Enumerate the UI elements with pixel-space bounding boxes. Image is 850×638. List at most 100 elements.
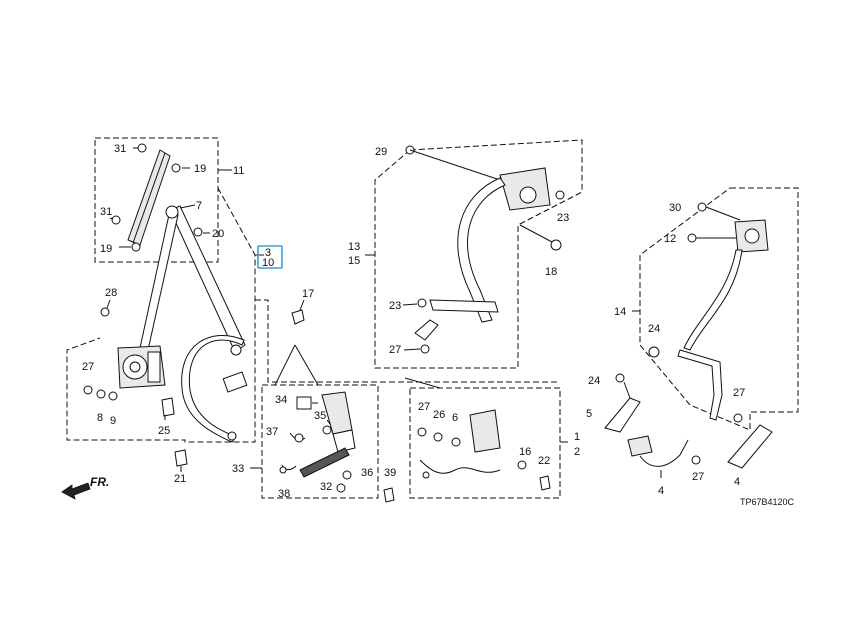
callout-33: 33	[232, 463, 244, 475]
washer-27d	[733, 413, 743, 423]
cover-34	[296, 396, 312, 410]
washer-32	[336, 483, 346, 493]
callout-27: 27	[692, 471, 704, 483]
callout-27: 27	[418, 401, 430, 413]
callout-38: 38	[278, 488, 290, 500]
callout-27: 27	[82, 361, 94, 373]
nut-9	[108, 391, 118, 401]
screw-35	[322, 425, 332, 435]
nut-6	[451, 437, 461, 447]
callout-4: 4	[734, 476, 740, 488]
callout-34: 34	[275, 394, 287, 406]
callout-24: 24	[588, 375, 600, 387]
front-buckle-group: 34 35 37 33 38 32 36 39	[232, 344, 396, 503]
bolt-39	[383, 487, 395, 503]
center-webbing	[457, 177, 506, 323]
bolt-28	[100, 307, 110, 317]
callout-23: 23	[389, 300, 401, 312]
washer-27a	[83, 385, 93, 395]
rear-buckle	[469, 409, 501, 453]
bolt-25	[161, 397, 175, 417]
callout-7: 7	[196, 200, 202, 212]
callout-2: 2	[574, 446, 580, 458]
highlight-box-3-10	[257, 245, 283, 269]
rear-buckle-group: 27 26 6 1 2 16 22	[404, 377, 580, 499]
callout-19: 19	[194, 163, 206, 175]
bolt-22	[539, 475, 551, 491]
callout-35: 35	[314, 410, 326, 422]
clip-31a	[137, 143, 147, 153]
bolt-24a	[648, 346, 660, 358]
callout-11: 11	[233, 165, 244, 177]
bolt-21	[174, 449, 188, 467]
callout-21: 21	[174, 473, 186, 485]
callout-8: 8	[97, 412, 103, 424]
washer-27b	[420, 344, 430, 354]
bolt-19a	[171, 163, 181, 173]
front-direction-marker: FR.	[61, 475, 109, 500]
clip-31b	[111, 215, 121, 225]
callout-36: 36	[361, 467, 373, 479]
callout-16: 16	[519, 446, 531, 458]
callout-25: 25	[158, 425, 170, 437]
callout-10: 10	[262, 257, 274, 269]
callout-1: 1	[574, 431, 580, 443]
rear-buckle-4	[627, 435, 653, 457]
center-anchor	[414, 319, 439, 341]
washer-27e	[691, 455, 701, 465]
sensor-38	[279, 466, 287, 474]
bolt-20	[193, 227, 203, 237]
callout-5: 5	[586, 408, 592, 420]
bolt-36	[342, 470, 352, 480]
callout-22: 22	[538, 455, 550, 467]
callout-9: 9	[110, 415, 116, 427]
callout-27: 27	[733, 387, 745, 399]
rear-outer-belt-group: 30 12 14 24 24 5 27 4 27 4	[586, 187, 799, 497]
callout-23: 23	[557, 212, 569, 224]
belt-webbing-upper	[169, 205, 246, 353]
shoulder-anchor-7	[165, 205, 179, 219]
callout-31: 31	[100, 206, 112, 218]
callout-28: 28	[105, 287, 117, 299]
bolt-17	[291, 309, 305, 325]
callout-26: 26	[433, 409, 445, 421]
nut-12	[687, 233, 697, 243]
anchor-4b	[727, 424, 773, 469]
callout-14: 14	[614, 306, 626, 318]
callout-24: 24	[648, 323, 660, 335]
lap-belt	[181, 335, 245, 443]
callout-18: 18	[545, 266, 557, 278]
callout-19: 19	[100, 243, 112, 255]
buckle-stalk	[299, 447, 350, 478]
diagram-code: TP67B4120C	[740, 497, 795, 507]
callout-32: 32	[320, 481, 332, 493]
washer-27c	[417, 427, 427, 437]
washer-8	[96, 389, 106, 399]
belt-webbing-lower	[139, 209, 179, 351]
bolt-23a	[555, 190, 565, 200]
front-seat-belt-left-group: 31 19 11 7 31 20 19 3 10 28 17 27 8 9 25…	[66, 137, 560, 485]
callout-6: 6	[452, 412, 458, 424]
callout-4: 4	[658, 485, 664, 497]
front-arrow-icon	[61, 482, 91, 500]
rear-webbing	[683, 249, 743, 351]
washer-16	[517, 460, 527, 470]
callout-3: 3	[265, 247, 271, 259]
callout-37: 37	[266, 426, 278, 438]
anchor-5	[604, 397, 641, 433]
rear-center-belt-group: 29 23 13 15 18 23 27	[348, 139, 583, 369]
bolt-19b	[131, 242, 141, 252]
nut-30	[697, 202, 707, 212]
washer-26	[433, 432, 443, 442]
bolt-18	[550, 239, 562, 251]
bolt-23b	[417, 298, 427, 308]
callout-30: 30	[669, 202, 681, 214]
rear-buckle-strap	[639, 439, 689, 467]
callout-31: 31	[114, 143, 126, 155]
buckle-harness	[419, 459, 501, 474]
callout-12: 12	[664, 233, 676, 245]
callout-13: 13	[348, 241, 360, 253]
callout-29: 29	[375, 146, 387, 158]
bolt-24b	[615, 373, 625, 383]
